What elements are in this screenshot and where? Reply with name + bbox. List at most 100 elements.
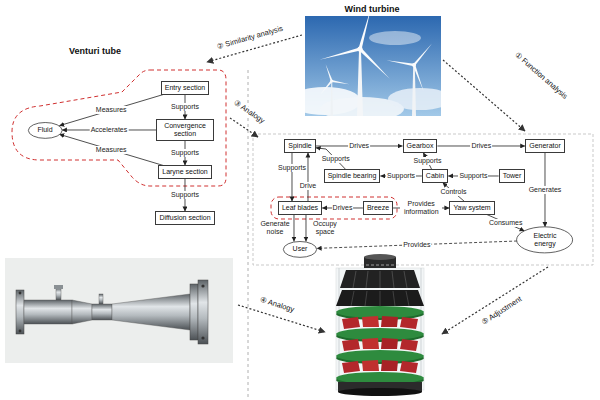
step-annotation: ③ Analogy bbox=[230, 98, 267, 127]
wind-turbine-photo bbox=[332, 80, 350, 85]
step-annotation: ② Similarity analysis bbox=[214, 24, 286, 52]
node-text-block: Entry section bbox=[165, 84, 205, 92]
turbine-rendering bbox=[336, 290, 424, 306]
node-text-block: Generator bbox=[529, 142, 561, 150]
node-text-block: Electric energy bbox=[529, 232, 561, 248]
node-text: User bbox=[293, 245, 308, 253]
wind-turbine-photo bbox=[305, 16, 441, 116]
relation-arrow bbox=[293, 215, 294, 242]
venturi-tube-photo bbox=[5, 258, 233, 363]
relation-arrow bbox=[307, 153, 308, 202]
relation-arrow bbox=[59, 134, 163, 165]
relation-label: Measures bbox=[95, 106, 128, 114]
wind-turbine-photo bbox=[413, 65, 425, 92]
step-annotation: ① Function analysis bbox=[512, 50, 571, 103]
wind-turbine-photo bbox=[357, 46, 362, 51]
node-text-block: Yaw system bbox=[453, 204, 490, 212]
turbine-rendering bbox=[366, 271, 368, 288]
turbine-rendering bbox=[336, 254, 424, 396]
entity-ellipse: User bbox=[283, 241, 317, 258]
wind-turbine-photo bbox=[386, 43, 433, 92]
venturi-tube-photo bbox=[19, 292, 22, 295]
relation-label: Generate noise bbox=[257, 220, 293, 236]
relation-arrow bbox=[317, 241, 517, 248]
wind-turbine-photo bbox=[319, 16, 391, 80]
venturi-tube-photo bbox=[5, 258, 233, 363]
relation-label: Measures bbox=[95, 146, 128, 154]
turbine-rendering bbox=[336, 350, 424, 362]
step-annotation: ④ Analogy bbox=[257, 295, 297, 314]
component-box: Gearbox bbox=[403, 139, 438, 152]
relation-label: Generates bbox=[528, 186, 563, 194]
relation-arrow bbox=[487, 215, 525, 232]
wind-turbine-photo bbox=[412, 63, 416, 67]
wind-turbine-photo bbox=[413, 43, 433, 66]
wind-turbine-photo bbox=[330, 80, 333, 83]
component-box: Tower bbox=[499, 169, 526, 182]
relation-label: Occupy space bbox=[307, 220, 343, 236]
turbine-rendering bbox=[400, 339, 418, 351]
component-box: Entry section bbox=[161, 81, 209, 94]
venturi-tube-photo bbox=[190, 284, 198, 340]
venturi-tube-photo bbox=[201, 336, 204, 339]
turbine-rendering bbox=[342, 317, 360, 329]
node-text-block: Spindle bearing bbox=[328, 172, 377, 180]
venturi-tube-photo bbox=[56, 288, 61, 300]
turbine-rendering bbox=[362, 316, 379, 327]
turbine-rendering bbox=[393, 291, 395, 306]
relation-label: Supports bbox=[170, 149, 200, 157]
wind-turbine-photo bbox=[319, 64, 349, 96]
wind-turbine-photo bbox=[386, 59, 414, 66]
node-text: Convergence section bbox=[160, 122, 210, 138]
wind-turbine-photo bbox=[357, 50, 363, 116]
wind-turbine-photo bbox=[319, 80, 332, 95]
node-text: Cabin bbox=[426, 172, 444, 180]
node-text: Breeze bbox=[367, 204, 389, 212]
component-box: Laryne section bbox=[158, 165, 212, 178]
turbine-rendering bbox=[362, 338, 379, 349]
component-box: Spindle bbox=[284, 139, 315, 152]
turbine-rendering bbox=[336, 328, 424, 340]
node-text-block: Fluid bbox=[37, 126, 52, 134]
entity-ellipse: Fluid bbox=[28, 122, 63, 139]
component-box: Yaw system bbox=[449, 201, 494, 214]
turbine-rendering bbox=[392, 271, 394, 288]
diagram-title: Venturi tube bbox=[69, 47, 121, 57]
function-model-frame bbox=[253, 134, 593, 265]
relation-arrow bbox=[59, 95, 163, 126]
ellipse-outline bbox=[28, 122, 62, 138]
turbine-rendering bbox=[400, 361, 418, 373]
node-text-block: Convergence section bbox=[160, 122, 210, 138]
turbine-rendering bbox=[404, 271, 407, 288]
turbine-rendering bbox=[362, 360, 379, 371]
relation-label: Supports bbox=[277, 164, 307, 172]
component-box: Spindle bearing bbox=[324, 169, 381, 182]
relation-label: Supports bbox=[412, 157, 442, 165]
turbine-rendering bbox=[421, 268, 422, 390]
node-text-block: Leaf blades bbox=[282, 204, 318, 212]
component-box: Leaf blades bbox=[278, 201, 322, 214]
venturi-tube-photo bbox=[112, 294, 190, 330]
relation-label: Provides information bbox=[400, 200, 442, 216]
relation-label: Drives bbox=[348, 142, 370, 150]
process-arrow bbox=[443, 60, 525, 131]
highlight-outline bbox=[12, 70, 226, 186]
relation-label: Drives bbox=[332, 204, 354, 212]
node-text-block: User bbox=[293, 245, 308, 253]
turbine-rendering bbox=[400, 317, 418, 329]
turbine-rendering bbox=[342, 339, 360, 351]
venturi-tube-photo bbox=[92, 304, 112, 320]
venturi-tube-photo bbox=[72, 300, 92, 324]
node-text-block: Breeze bbox=[367, 204, 389, 212]
relation-label: Supports bbox=[170, 103, 200, 111]
ellipse-outline bbox=[517, 227, 573, 253]
turbine-rendering bbox=[365, 291, 367, 306]
component-box: Generator bbox=[525, 139, 565, 152]
venturi-tube-photo bbox=[198, 280, 208, 344]
turbine-rendering bbox=[381, 338, 398, 349]
relation-label: Drives bbox=[470, 142, 492, 150]
turbine-rendering bbox=[340, 270, 420, 288]
node-text: Entry section bbox=[165, 84, 205, 92]
